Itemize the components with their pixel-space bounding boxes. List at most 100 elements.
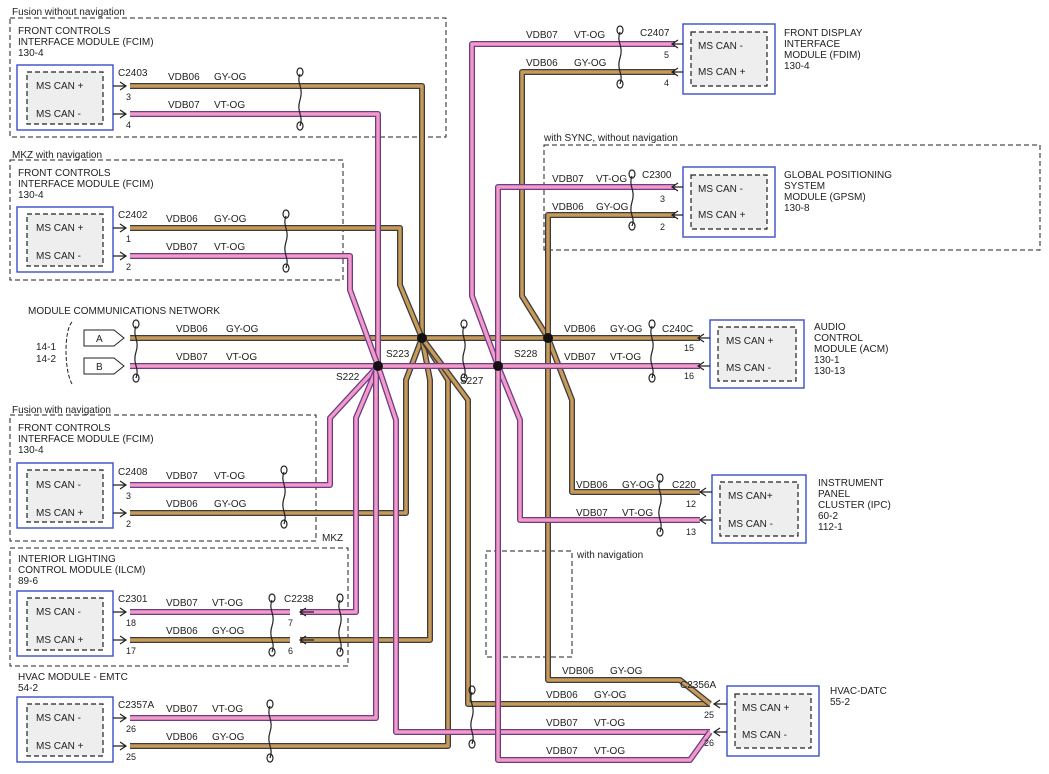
network-terminal-a [83, 329, 125, 347]
module-ref: 130-4 [784, 61, 810, 72]
wire-label: VT-OG [574, 30, 605, 41]
module-name-line: GLOBAL POSITIONING [784, 170, 892, 181]
wire-label: VDB06 [552, 202, 584, 213]
wire-label: VDB07 [168, 100, 200, 111]
pin-number: 6 [288, 646, 293, 656]
connector-label: C2403 [118, 68, 148, 79]
module-name-line: INTERFACE MODULE (FCIM) [18, 37, 154, 48]
module-ref: 55-2 [830, 697, 850, 708]
wire-label: VDB06 [166, 732, 198, 743]
wire-label: GY-OG [214, 72, 247, 83]
wire-label: VDB07 [166, 242, 198, 253]
connector-label: C2238 [284, 594, 314, 605]
connector-label: C2357A [118, 700, 154, 711]
module-ref: 112-1 [818, 522, 843, 533]
wire-label: VDB07 [546, 746, 578, 757]
module-gpsm: MS CAN - MS CAN + C2300 3 2 GLOBAL POSIT… [642, 166, 892, 238]
splice-s228-label: S228 [514, 349, 538, 360]
module-name-line: INSTRUMENT [818, 478, 884, 489]
pin-label: MS CAN + [36, 741, 84, 752]
module-ref: 130-13 [814, 366, 846, 377]
pin-label: MS CAN - [36, 109, 81, 120]
wire-label: VT-OG [622, 508, 653, 519]
pin-number: 25 [704, 710, 714, 720]
pin-label: MS CAN - [36, 251, 81, 262]
pin-label: MS CAN + [726, 336, 774, 347]
module-name-line: FRONT CONTROLS [18, 168, 111, 179]
wire-label: GY-OG [594, 690, 627, 701]
wire-label: VDB06 [526, 58, 558, 69]
pin-label: MS CAN - [728, 519, 773, 530]
module-hvac-datc: MS CAN + MS CAN - C2356A 25 26 HVAC-DATC… [680, 680, 887, 757]
module-name-line: AUDIO [814, 322, 846, 333]
pin-label: MS CAN + [36, 81, 84, 92]
module-ilcm: INTERIOR LIGHTING CONTROL MODULE (ILCM) … [16, 554, 314, 657]
pin-label: MS CAN + [698, 210, 746, 221]
pin-number: 2 [126, 519, 131, 529]
pin-number: 15 [684, 343, 694, 353]
pin-number: 16 [684, 371, 694, 381]
splice-s227-label: S227 [460, 376, 484, 387]
pin-number: 25 [126, 752, 136, 762]
wire-label: GY-OG [214, 214, 247, 225]
wire-label: VDB06 [546, 690, 578, 701]
pin-number: 3 [126, 92, 131, 102]
module-name-line: INTERFACE MODULE (FCIM) [18, 179, 154, 190]
module-name-line: HVAC MODULE - EMTC [18, 672, 128, 683]
pin-label: MS CAN + [36, 223, 84, 234]
module-fcim-fusion-nav: FRONT CONTROLS INTERFACE MODULE (FCIM) 1… [16, 423, 154, 529]
pin-number: 26 [704, 738, 714, 748]
module-name-line: HVAC-DATC [830, 686, 887, 697]
wire-label: VDB06 [166, 626, 198, 637]
wire-label: VT-OG [596, 174, 627, 185]
module-acm: MS CAN + MS CAN - C240C 15 16 AUDIO CONT… [662, 319, 888, 389]
wire-label: VDB06 [166, 499, 198, 510]
wire-label: VDB06 [564, 324, 596, 335]
wire-label: VT-OG [226, 352, 257, 363]
module-fcim-mkz-nav: FRONT CONTROLS INTERFACE MODULE (FCIM) 1… [16, 168, 154, 273]
module-ref: 54-2 [18, 683, 38, 694]
module-name-line: INTERFACE [784, 39, 840, 50]
module-name-line: CLUSTER (IPC) [818, 500, 891, 511]
wire-label: GY-OG [226, 324, 259, 335]
module-name-line: FRONT CONTROLS [18, 423, 111, 434]
pin-label: MS CAN - [698, 41, 743, 52]
group-label-fusion-no-nav: Fusion without navigation [12, 7, 125, 18]
pin-label: MS CAN - [36, 480, 81, 491]
pin-number: 2 [126, 262, 131, 272]
network-bracket [65, 321, 73, 385]
group-box-sync-no-nav [543, 144, 1041, 251]
wire-label: VDB06 [168, 72, 200, 83]
network-terminal-b-label: B [96, 362, 103, 373]
wire-label: VDB06 [576, 480, 608, 491]
module-ref: 130-4 [18, 190, 44, 201]
wire-label: GY-OG [596, 202, 629, 213]
group-label-mkz-nav: MKZ with navigation [12, 150, 102, 161]
wire-label: GY-OG [212, 732, 245, 743]
network-ref-2: 14-2 [36, 354, 56, 365]
connector-label: C2408 [118, 467, 148, 478]
group-box-ilcm [9, 547, 349, 667]
group-box-with-nav [485, 550, 573, 658]
pin-label: MS CAN - [36, 607, 81, 618]
module-ref: 130-8 [784, 203, 810, 214]
module-name-line: FRONT DISPLAY [784, 28, 863, 39]
connector-label: C2402 [118, 210, 148, 221]
module-name-line: MODULE (ACM) [814, 344, 888, 355]
pin-number: 4 [664, 78, 669, 88]
group-label-mkz: MKZ [322, 533, 343, 544]
group-label-fusion-nav: Fusion with navigation [12, 405, 111, 416]
wire-label: VT-OG [214, 471, 245, 482]
wire-label: GY-OG [574, 58, 607, 69]
pin-label: MS CAN - [36, 713, 81, 724]
module-ref: 130-4 [18, 445, 44, 456]
splice-s222-dot [373, 361, 383, 371]
wire-label: GY-OG [214, 499, 247, 510]
pin-number: 3 [660, 194, 665, 204]
pin-label: MS CAN - [726, 363, 771, 374]
wires-vdb07 [130, 41, 713, 763]
module-name-line: MODULE (GPSM) [784, 192, 866, 203]
wire-label: VT-OG [212, 598, 243, 609]
network-title: MODULE COMMUNICATIONS NETWORK [28, 306, 220, 317]
